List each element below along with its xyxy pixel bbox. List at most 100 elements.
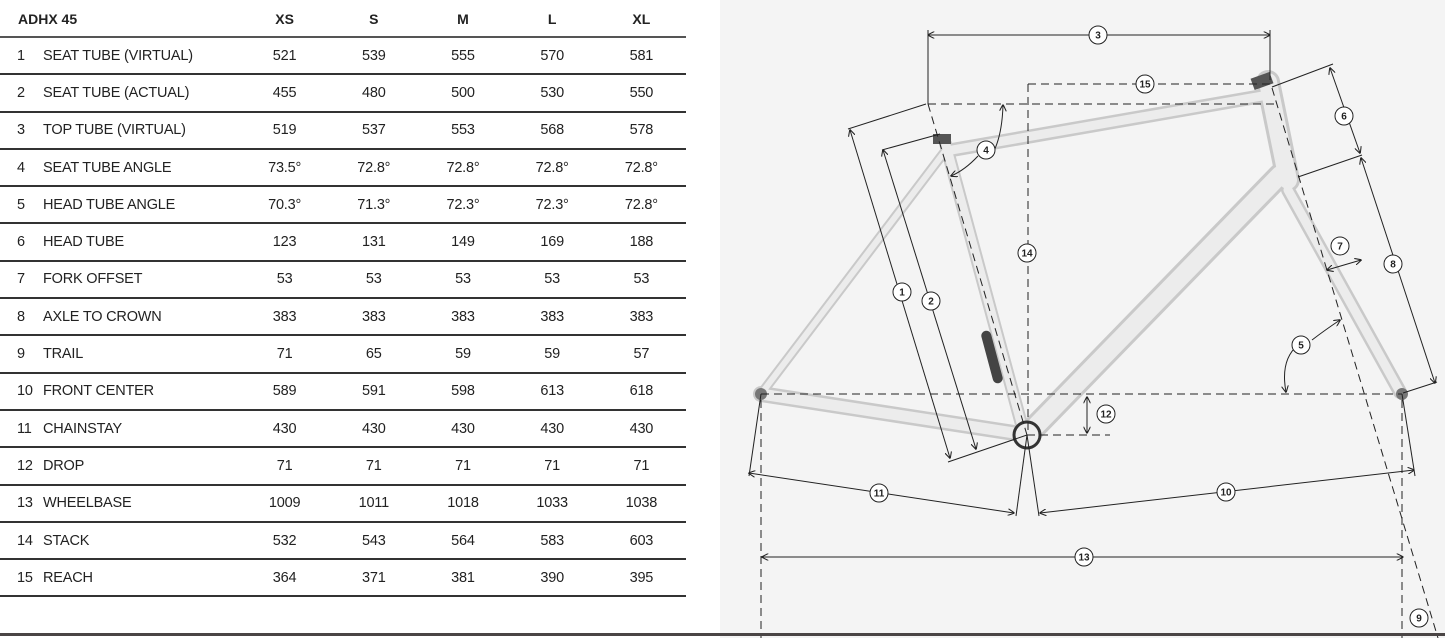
- measurement-value: 72.8°: [507, 148, 597, 188]
- label-circle: [869, 483, 889, 503]
- label-number: 4: [983, 146, 989, 157]
- measurement-name: SEAT TUBE ANGLE: [43, 159, 172, 176]
- measurement-value: 71: [329, 447, 419, 486]
- label-number: 3: [1095, 31, 1101, 42]
- label-circle: [1291, 335, 1311, 355]
- measurement-value: 188: [596, 223, 686, 262]
- label-circle: [976, 140, 996, 160]
- measurement-value: 59: [507, 335, 597, 374]
- measurement-value: 383: [596, 298, 686, 337]
- label-circle: [921, 291, 941, 311]
- dimension-label-7: 7: [1330, 236, 1350, 256]
- measurement-value: 383: [329, 298, 419, 337]
- measurement-value: 430: [418, 409, 508, 449]
- label-circle: [1074, 547, 1094, 567]
- label-number: 8: [1390, 260, 1396, 271]
- measurement-value: 519: [240, 111, 330, 150]
- measurement-value: 1038: [596, 484, 686, 523]
- measurement-value: 618: [596, 372, 686, 411]
- label-circle: [1409, 608, 1429, 628]
- size-header: M: [418, 0, 508, 38]
- measurement-value: 537: [329, 111, 419, 150]
- measurement-value: 570: [507, 37, 597, 76]
- label-circle: [1334, 106, 1354, 126]
- label-number: 11: [874, 489, 885, 500]
- measurement-value: 381: [418, 559, 508, 598]
- measurement-value: 71: [240, 447, 330, 486]
- measurement-name: DROP: [43, 457, 85, 474]
- dimension-label-6: 6: [1334, 106, 1354, 126]
- measurement-value: 123: [240, 223, 330, 262]
- measurement-name: CHAINSTAY: [43, 420, 123, 437]
- measurement-value: 532: [240, 521, 330, 561]
- dimension-label-13: 13: [1074, 547, 1094, 567]
- measurement-value: 71: [240, 335, 330, 374]
- label-circle: [1017, 243, 1037, 263]
- measurement-number: 4: [17, 159, 25, 176]
- dimension-label-15: 15: [1135, 74, 1155, 94]
- label-number: 14: [1021, 249, 1033, 260]
- size-header: S: [329, 0, 419, 38]
- measurement-number: 14: [17, 532, 33, 549]
- measurement-number: 11: [17, 420, 32, 437]
- measurement-number: 9: [17, 346, 25, 363]
- measurement-value: 455: [240, 74, 330, 113]
- measurement-value: 72.8°: [596, 186, 686, 225]
- size-header: L: [507, 0, 597, 38]
- measurement-value: 131: [329, 223, 419, 262]
- measurement-value: 73.5°: [240, 148, 330, 188]
- measurement-value: 583: [507, 521, 597, 561]
- label-number: 9: [1416, 614, 1422, 625]
- measurement-name-cell: 4 SEAT TUBE ANGLE: [0, 148, 240, 188]
- label-number: 15: [1139, 80, 1151, 91]
- measurement-name: REACH: [43, 569, 93, 586]
- label-circle: [1330, 236, 1350, 256]
- size-header: XS: [240, 0, 330, 38]
- measurement-name: AXLE TO CROWN: [43, 308, 162, 325]
- label-circle: [1088, 25, 1108, 45]
- measurement-number: 12: [17, 457, 33, 474]
- label-circle: [1135, 74, 1155, 94]
- measurement-value: 390: [507, 559, 597, 598]
- measurement-value: 430: [329, 409, 419, 449]
- measurement-value: 1033: [507, 484, 597, 523]
- label-number: 1: [899, 288, 905, 299]
- measurement-value: 578: [596, 111, 686, 150]
- measurement-value: 71.3°: [329, 186, 419, 225]
- measurement-value: 71: [596, 447, 686, 486]
- measurement-name: FORK OFFSET: [43, 271, 143, 288]
- dimension-label-11: 11: [869, 483, 889, 503]
- measurement-value: 530: [507, 74, 597, 113]
- measurement-value: 71: [507, 447, 597, 486]
- measurement-value: 169: [507, 223, 597, 262]
- measurement-value: 383: [240, 298, 330, 337]
- dimension-label-14: 14: [1017, 243, 1037, 263]
- table-header-row: ADHX 45 XS S M L XL: [0, 0, 686, 38]
- measurement-value: 550: [596, 74, 686, 113]
- dimension-label-3: 3: [1088, 25, 1108, 45]
- measurement-number: 15: [17, 569, 33, 586]
- measurement-name: TOP TUBE (VIRTUAL): [43, 122, 186, 139]
- measurement-value: 71: [418, 447, 508, 486]
- measurement-number: 2: [17, 84, 25, 101]
- measurement-value: 564: [418, 521, 508, 561]
- label-circle: [1383, 254, 1403, 274]
